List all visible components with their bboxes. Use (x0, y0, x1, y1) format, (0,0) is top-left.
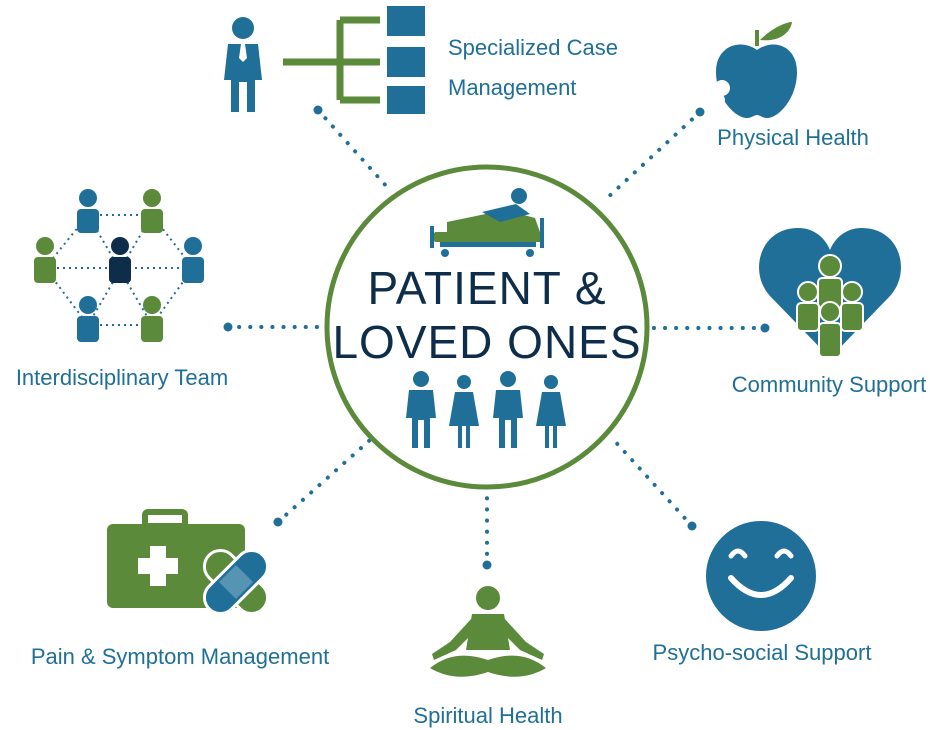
family-icon (406, 371, 566, 448)
team-member (34, 237, 56, 283)
businessman-org-chart-icon (224, 6, 425, 114)
label-community-support: Community Support (732, 372, 926, 397)
team-network-icon (34, 189, 204, 342)
label-physical-health: Physical Health (717, 125, 869, 150)
team-member (77, 296, 99, 342)
connector-pain-symptom (276, 438, 372, 524)
team-member (141, 189, 163, 233)
apple-icon (713, 22, 797, 118)
node-spiritual-health: Spiritual Health (413, 586, 563, 728)
node-interdisciplinary-team: Interdisciplinary Team (16, 189, 228, 390)
connectors (226, 108, 767, 567)
smiley-face-icon (706, 521, 816, 631)
team-member (77, 189, 99, 233)
team-member (182, 237, 204, 283)
label-specialized-case-line1: Specialized Case (448, 35, 618, 60)
node-psycho-social-support: Psycho-social Support (653, 521, 872, 665)
heart-group-icon (759, 228, 901, 358)
connector-case-management (316, 108, 390, 190)
label-specialized-case-line2: Management (448, 75, 576, 100)
connector-psycho-social (610, 436, 694, 528)
connector-physical-health (603, 110, 702, 202)
label-interdisciplinary-team: Interdisciplinary Team (16, 365, 228, 390)
label-pain-symptom-management: Pain & Symptom Management (31, 644, 329, 669)
team-member (141, 296, 163, 342)
first-aid-kit-bandage-icon (107, 509, 270, 616)
hospital-bed-icon (430, 188, 544, 257)
team-member-center (109, 237, 131, 283)
center-title-line1: PATIENT & (367, 262, 606, 314)
label-psycho-social-support: Psycho-social Support (653, 640, 872, 665)
node-pain-symptom-management: Pain & Symptom Management (31, 509, 329, 669)
connector-endpoints (223, 105, 770, 570)
center-hub: PATIENT & LOVED ONES (324, 164, 650, 490)
label-spiritual-health: Spiritual Health (413, 703, 562, 728)
node-physical-health: Physical Health (713, 22, 869, 150)
meditation-icon (430, 586, 546, 677)
center-title-line2: LOVED ONES (332, 316, 641, 368)
node-specialized-case-management: Specialized Case Management (224, 6, 618, 114)
node-community-support: Community Support (732, 228, 926, 397)
